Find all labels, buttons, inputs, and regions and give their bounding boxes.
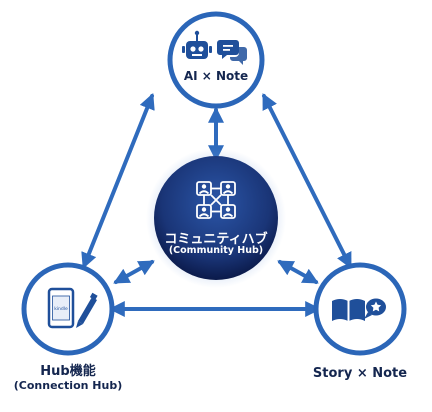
- arrow-ai-to-story: [262, 93, 352, 269]
- story-note-label: Story × Note: [312, 366, 408, 381]
- people-network-icon: [196, 181, 236, 219]
- ereader-icon: kindle: [47, 287, 75, 329]
- connector-arrows: [81, 93, 352, 317]
- node-ai-note: [167, 11, 265, 109]
- ai-note-label: AI × Note: [183, 69, 249, 83]
- hub-kinou-subtitle: (Connection Hub): [13, 379, 123, 392]
- node-story-note: [313, 262, 407, 356]
- node-community-hub: [146, 148, 286, 288]
- robot-icon: [182, 30, 212, 59]
- arrow-community-to-hub: [113, 260, 155, 284]
- chat-bubbles-icon: [217, 40, 247, 65]
- community-hub-subtitle: (Community Hub): [168, 245, 264, 256]
- speech-bubble-icon: [364, 298, 386, 319]
- arrow-community-to-story: [277, 260, 319, 284]
- hub-kinou-title: Hub機能: [40, 364, 96, 379]
- kindle-label: kindle: [54, 306, 68, 312]
- pen-icon: [76, 292, 98, 328]
- community-hub-title: コミュニティハブ: [164, 232, 268, 247]
- book-icon: [332, 299, 365, 322]
- node-hub-kinou: kindle: [21, 262, 115, 356]
- arrow-ai-to-hub: [81, 93, 155, 269]
